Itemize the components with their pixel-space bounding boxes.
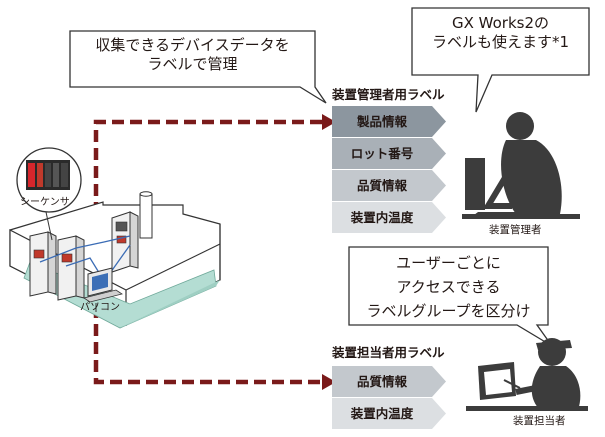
operator-label-text: 装置内温度 <box>350 406 414 421</box>
callout-collect-line: ラベルで管理 <box>147 54 238 73</box>
admin-label-tag: ロット番号 <box>332 138 448 169</box>
operator-label-tag: 品質情報 <box>332 366 448 397</box>
admin-label-text: ロット番号 <box>350 146 414 161</box>
pc-illustration <box>83 267 123 312</box>
admin-person-illustration <box>462 112 580 219</box>
admin-label-tag: 品質情報 <box>332 170 448 201</box>
callout-access-line: ラベルグループを区分け <box>366 302 531 320</box>
callout-access-line: ユーザーごとに <box>396 254 501 272</box>
sequencer-inset <box>16 147 82 241</box>
admin-section-title: 装置管理者用ラベル <box>332 87 445 102</box>
admin-label-text: 製品情報 <box>356 114 407 129</box>
factory-room-illustration <box>9 191 221 329</box>
callout-gxworks-line: GX Works2の <box>451 14 549 32</box>
callout-access: ユーザーごとに アクセスできる ラベルグループを区分け <box>349 251 548 323</box>
operator-label-text: 品質情報 <box>356 374 407 389</box>
admin-label-text: 品質情報 <box>356 178 407 193</box>
admin-person-caption: 装置管理者 <box>489 224 542 236</box>
callout-collect: 収集できるデバイスデータを ラベルで管理 <box>70 36 315 74</box>
admin-label-tag: 装置内温度 <box>332 202 448 233</box>
sequencer-caption: シーケンサ <box>20 197 70 208</box>
pc-caption: パソコン <box>80 302 120 313</box>
callout-collect-bubble <box>69 30 327 104</box>
callout-access-line: アクセスできる <box>396 278 501 296</box>
operator-person-illustration <box>466 338 588 411</box>
admin-label-tag: 製品情報 <box>332 106 448 137</box>
callout-gxworks-bubble <box>411 7 590 113</box>
operator-person-caption: 装置担当者 <box>513 415 566 427</box>
operator-label-tag: 装置内温度 <box>332 398 448 429</box>
callout-gxworks: GX Works2の ラベルも使えます*1 <box>412 14 589 52</box>
flow-arrow-to-operator <box>93 306 336 390</box>
callout-gxworks-line: ラベルも使えます*1 <box>431 32 570 51</box>
callout-collect-line: 収集できるデバイスデータを <box>95 36 290 54</box>
callout-access-bubble <box>348 246 553 347</box>
admin-label-text: 装置内温度 <box>350 210 414 225</box>
operator-section-title: 装置担当者用ラベル <box>332 345 445 360</box>
